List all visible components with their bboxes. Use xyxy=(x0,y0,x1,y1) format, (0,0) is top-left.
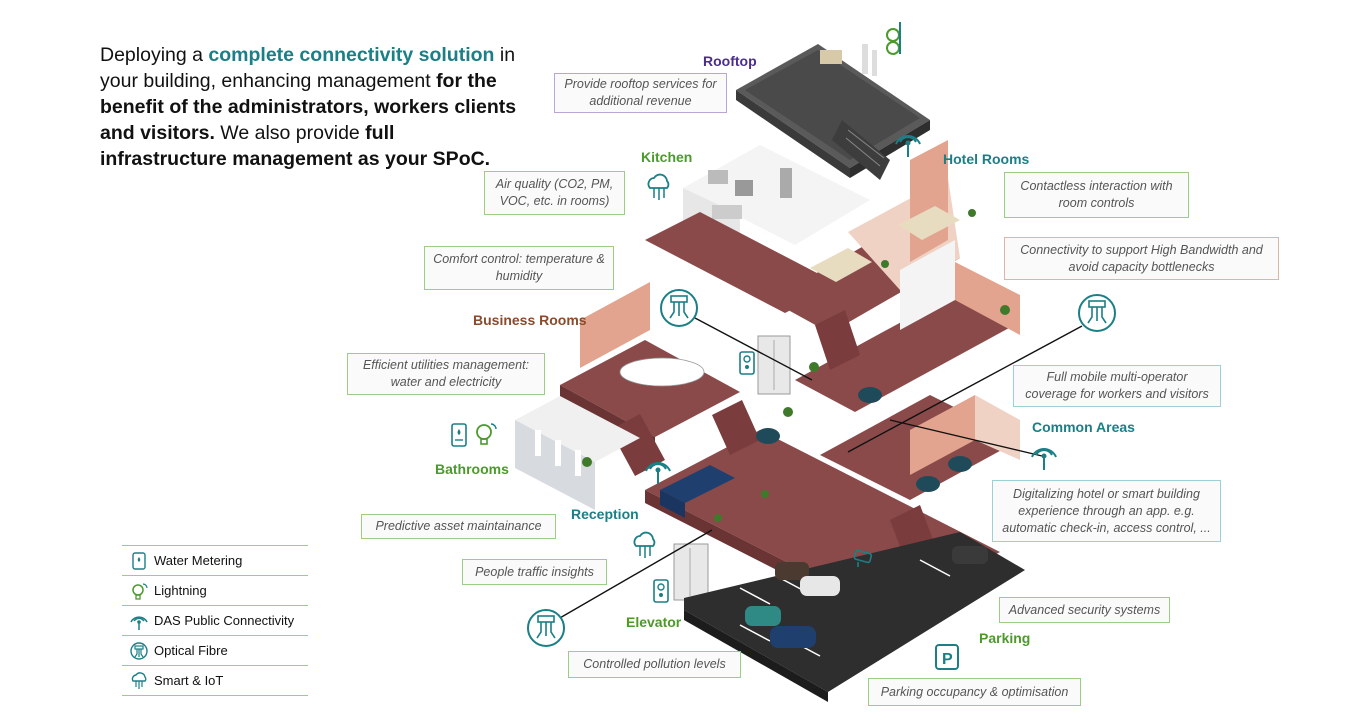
optical-fibre-icon xyxy=(660,289,698,327)
bathroom-room xyxy=(515,396,640,510)
antenna-icon xyxy=(645,462,671,484)
water-meter-icon xyxy=(739,351,755,375)
rooftop-label: Rooftop xyxy=(703,53,757,69)
water-meter-icon xyxy=(451,423,467,447)
common-areas-label: Common Areas xyxy=(1032,419,1135,435)
plant-decor xyxy=(582,209,1010,522)
parking-lot xyxy=(684,532,1025,702)
cloud-iot-icon xyxy=(633,531,656,558)
predictive-maintenance-note: Predictive asset maintainance xyxy=(361,514,556,539)
legend-item-das: DAS Public Connectivity xyxy=(122,606,308,636)
reception-label: Reception xyxy=(571,506,639,522)
bathrooms-label: Bathrooms xyxy=(435,461,509,477)
security-note: Advanced security systems xyxy=(999,597,1170,623)
reception-desk xyxy=(660,465,735,518)
water-meter-icon xyxy=(653,579,669,603)
legend-label: Smart & IoT xyxy=(154,673,224,688)
utilities-note: Efficient utilities management: water an… xyxy=(347,353,545,395)
headline: Deploying a complete connectivity soluti… xyxy=(100,44,517,170)
legend-label: Water Metering xyxy=(154,553,243,568)
lightbulb-icon xyxy=(476,423,497,445)
digitalizing-note: Digitalizing hotel or smart building exp… xyxy=(992,480,1221,542)
elevator-label: Elevator xyxy=(626,614,682,630)
parking-occupancy-note: Parking occupancy & optimisation xyxy=(868,678,1081,706)
cloud-iot-icon xyxy=(130,671,148,690)
legend-label: DAS Public Connectivity xyxy=(154,613,295,628)
antenna-icon xyxy=(130,612,148,630)
elevator-shaft xyxy=(673,335,791,601)
hotel-rooms-label: Hotel Rooms xyxy=(943,151,1030,167)
business-rooms-label: Business Rooms xyxy=(473,312,587,328)
optical-fibre-icon xyxy=(527,609,565,647)
cloud-iot-icon xyxy=(647,173,670,200)
air-quality-note: Air quality (CO2, PM, VOC, etc. in rooms… xyxy=(484,171,625,215)
kitchen-label: Kitchen xyxy=(641,149,693,165)
legend-item-water-metering: Water Metering xyxy=(122,545,308,576)
rooftop-floor xyxy=(736,44,930,180)
mobile-coverage-note: Full mobile multi-operator coverage for … xyxy=(1013,365,1221,407)
water-meter-icon xyxy=(130,551,148,570)
people-traffic-note: People traffic insights xyxy=(462,559,607,585)
rooftop-antenna-icon xyxy=(886,22,901,55)
bandwidth-note: Connectivity to support High Bandwidth a… xyxy=(1004,237,1279,280)
legend-item-smart-iot: Smart & IoT xyxy=(122,666,308,696)
svg-text:P: P xyxy=(942,651,953,668)
rooftop-note: Provide rooftop services for additional … xyxy=(554,73,727,113)
legend-label: Lightning xyxy=(154,583,207,598)
bean-bag-decor xyxy=(756,387,972,492)
lightbulb-icon xyxy=(130,582,148,600)
contactless-note: Contactless interaction with room contro… xyxy=(1004,172,1189,218)
antenna-icon xyxy=(895,135,921,157)
legend: Water Metering Lightning DAS Public Conn… xyxy=(122,545,308,696)
legend-item-lightning: Lightning xyxy=(122,576,308,606)
optical-fibre-icon xyxy=(130,641,148,660)
optical-fibre-icon xyxy=(1078,294,1116,332)
parking-label: Parking xyxy=(979,630,1031,646)
comfort-control-note: Comfort control: temperature & humidity xyxy=(424,246,614,290)
antenna-icon xyxy=(1031,448,1057,470)
legend-label: Optical Fibre xyxy=(154,643,228,658)
security-camera-icon xyxy=(853,549,873,567)
fibre-connection-lines xyxy=(545,317,1083,627)
parking-sign-icon: P xyxy=(935,644,959,670)
legend-item-optical-fibre: Optical Fibre xyxy=(122,636,308,666)
pollution-note: Controlled pollution levels xyxy=(568,651,741,678)
